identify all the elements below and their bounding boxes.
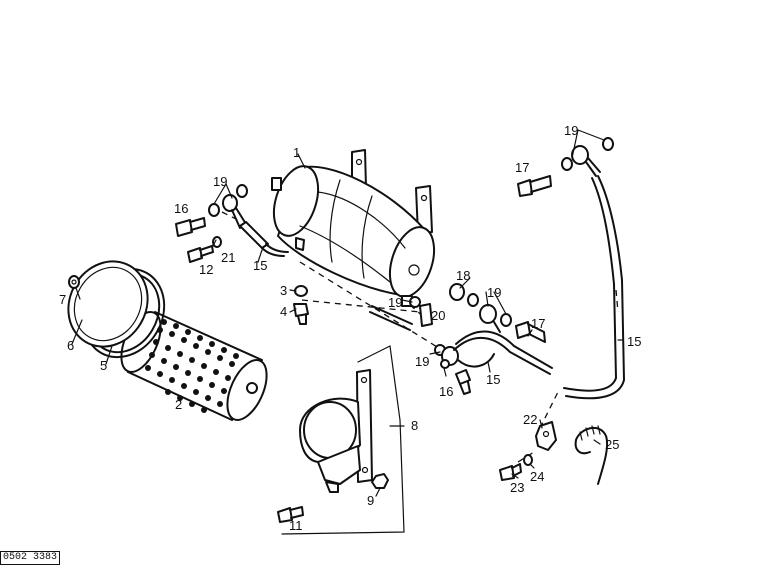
callout-18: 18 [456,268,470,283]
leader-lines [71,129,623,497]
callout-17-top: 17 [515,160,529,175]
callout-15-left: 15 [253,258,267,273]
callout-25: 25 [605,437,619,452]
seal-rings [67,260,166,359]
callout-3: 3 [280,283,287,298]
callout-17-right: 17 [531,316,545,331]
callout-19-center: 19 [415,354,429,369]
callout-23: 23 [510,480,524,495]
callout-22: 22 [523,412,537,427]
callout-11: 11 [289,518,303,533]
callout-2: 2 [175,397,182,412]
callout-24: 24 [530,469,544,484]
callout-21: 21 [221,250,235,265]
group-bracket-8 [281,345,405,535]
callout-15-center: 15 [486,372,500,387]
callout-19-top: 19 [564,123,578,138]
callout-4: 4 [280,304,287,319]
fuel-lines [369,175,625,400]
drawing-code: 0502 3383 [0,551,61,565]
callout-16-center: 16 [439,384,453,399]
callout-9: 9 [367,493,374,508]
callout-labels: 1 2 3 4 5 6 7 8 9 11 12 15 15 15 16 16 1… [59,123,641,533]
callout-19-union: 19 [388,295,402,310]
callout-15-right: 15 [627,334,641,349]
callout-19-right: 19 [487,285,501,300]
callout-5: 5 [100,358,107,373]
callout-8: 8 [411,418,418,433]
pipe-clip [535,421,557,451]
callout-19-left: 19 [213,174,227,189]
callout-12: 12 [199,262,213,277]
callout-20: 20 [431,308,445,323]
callout-6: 6 [67,338,74,353]
clamp-bracket [299,369,373,493]
filter-housing [271,149,436,307]
cable-tie [574,425,608,485]
callout-16-left: 16 [174,201,188,216]
bolts [175,137,614,523]
callout-7: 7 [59,292,66,307]
callout-1: 1 [293,145,300,160]
